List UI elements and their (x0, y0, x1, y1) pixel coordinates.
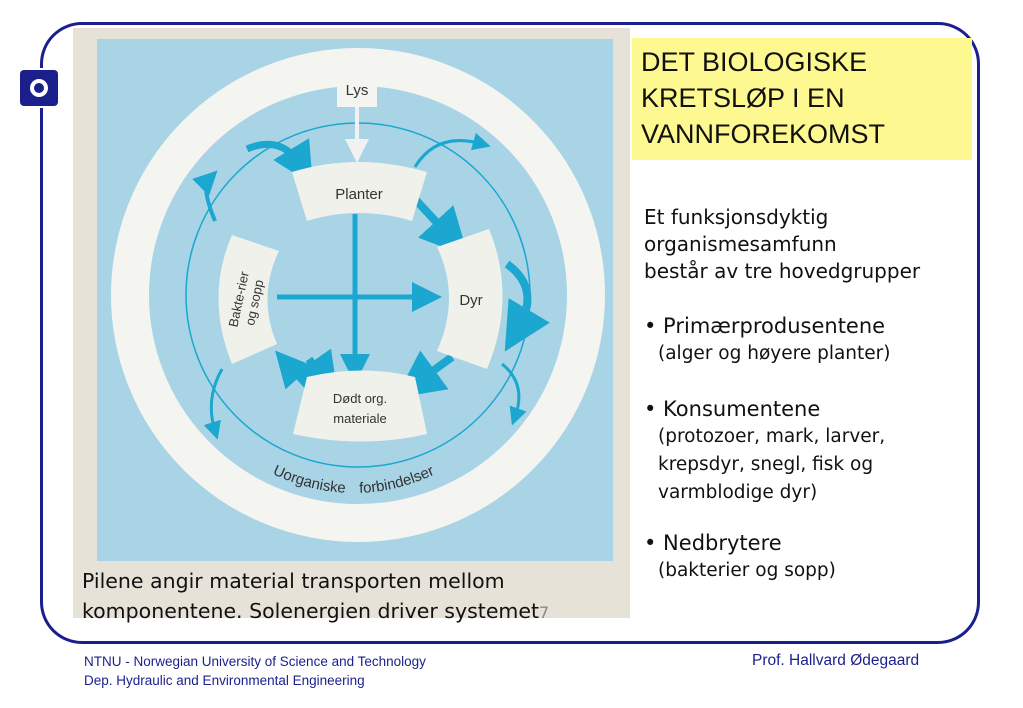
ntnu-logo (16, 68, 62, 108)
footer-line-2: Dep. Hydraulic and Environmental Enginee… (84, 673, 365, 688)
title-line-1: DET BIOLOGISKE (641, 47, 868, 77)
group-decomposers-detail: (bakterier og sopp) (658, 560, 836, 581)
cycle-svg: Lys Planter Dyr Bakte-rier og sopp Dødt (111, 48, 605, 542)
lys-label: Lys (346, 82, 369, 99)
top-left-curve-arrow (245, 138, 313, 185)
animals-loop-arrow (504, 260, 550, 352)
diagram-caption: Pilene angir material transporten mellom… (82, 566, 630, 628)
caption-line-2: komponentene. Solenergien driver systeme… (82, 596, 630, 628)
logo-icon (20, 70, 58, 106)
caption-line-1: Pilene angir material transporten mellom (82, 569, 505, 593)
dodt-label-2: materiale (333, 411, 386, 426)
intro-line-2: organismesamfunn (644, 232, 837, 256)
footer-author: Prof. Hallvard Ødegaard (752, 652, 920, 669)
footer-institution: NTNU - Norwegian University of Science a… (84, 652, 426, 690)
planter-label: Planter (335, 186, 383, 203)
group-primary-detail: (alger og høyere planter) (658, 343, 891, 364)
group-consumers-detail-2: krepsdyr, snegl, fisk og (658, 454, 874, 475)
dyr-label: Dyr (459, 292, 482, 309)
planter-block (292, 162, 427, 221)
biological-cycle-diagram: Lys Planter Dyr Bakte-rier og sopp Dødt (97, 39, 613, 561)
outer-ring (111, 48, 605, 542)
lys-box (337, 71, 377, 107)
dodt-block (293, 370, 427, 442)
group-consumers-detail-1: (protozoer, mark, larver, (658, 426, 886, 447)
page-number: 7 (539, 603, 550, 622)
right-down-arrow (501, 362, 527, 426)
bakterier-block (218, 235, 279, 364)
caption-line-2-text: komponentene. Solenergien driver systeme… (82, 599, 540, 623)
top-right-curve-arrow (413, 132, 491, 168)
group-decomposers-bullet: • Nedbrytere (644, 531, 782, 555)
group-consumers-bullet: • Konsumentene (644, 397, 821, 421)
footer-line-1: NTNU - Norwegian University of Science a… (84, 654, 426, 669)
intro-line-3: består av tre hovedgrupper (644, 259, 921, 283)
slide-frame (40, 22, 980, 644)
title-highlight (632, 38, 972, 160)
body-text: Et funksjonsdyktig organismesamfunn best… (644, 204, 989, 585)
title-line-2: KRETSLØP I EN (641, 83, 845, 113)
plants-to-animals-arrow (412, 196, 469, 257)
ring-label-2: forbindelser (359, 462, 437, 497)
title-line-3: VANNFOREKOMST (641, 119, 886, 149)
left-down-arrow (203, 368, 224, 440)
dyr-block (437, 229, 503, 369)
bakterier-part-2: rier (233, 269, 252, 291)
left-up-arrow (192, 170, 218, 222)
dodt-label-1: Dødt org. (333, 391, 387, 406)
group-consumers-detail-3: varmblodige dyr) (658, 482, 818, 503)
intro-line-1: Et funksjonsdyktig (644, 205, 829, 229)
group-primary-bullet: • Primærprodusentene (644, 314, 886, 338)
animals-to-dead-arrow (395, 350, 455, 399)
slide-title: DET BIOLOGISKE KRETSLØP I EN VANNFOREKOM… (641, 44, 971, 152)
